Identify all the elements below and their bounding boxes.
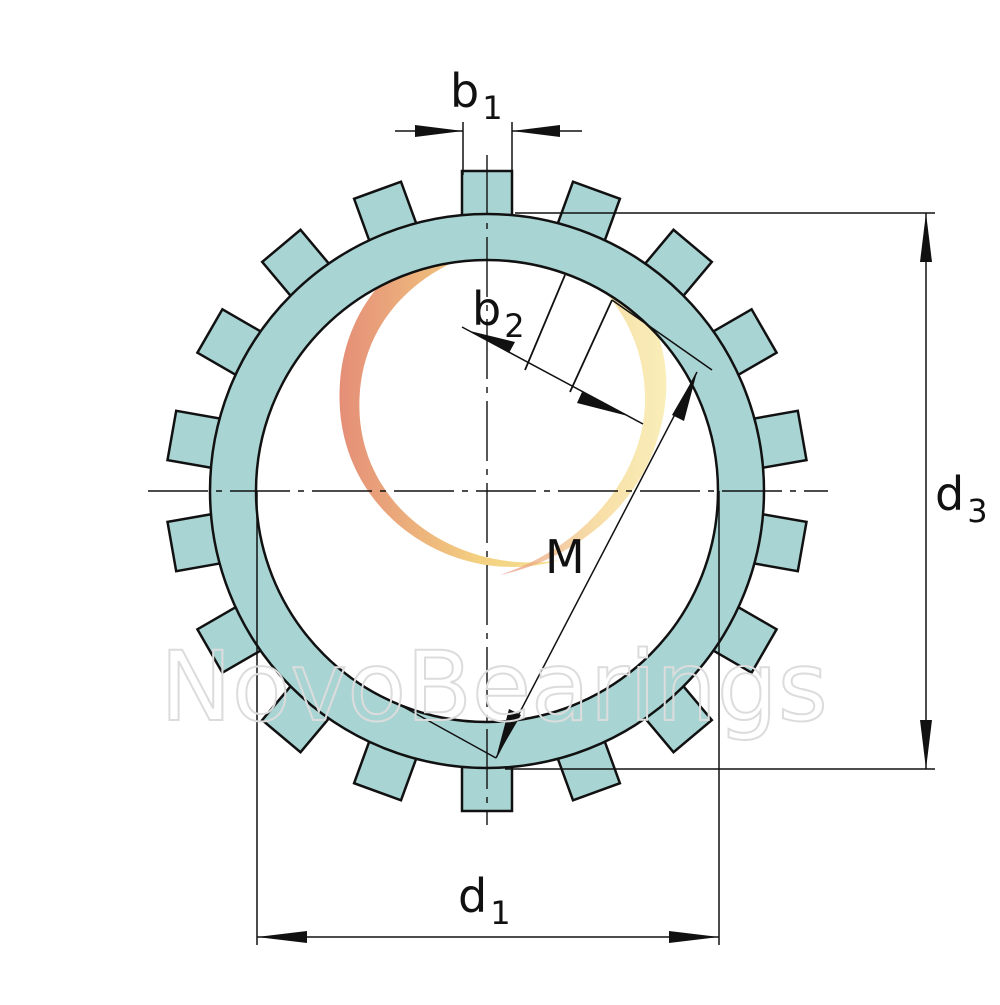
label-b2: b2 [472,282,525,345]
dimension-d1 [256,491,720,945]
dimension-m [399,299,713,759]
dimension-b1 [395,122,582,175]
dimension-b2 [461,326,644,425]
center-lines [148,155,828,825]
label-d3: d3 [935,467,988,530]
label-b1: b1 [450,64,503,127]
label-d1: d1 [458,869,511,932]
label-m: M [545,530,585,584]
inner-tongue [524,274,613,393]
watermark-logo [339,227,667,575]
dimension-d3 [505,212,935,770]
watermark-swoosh-inner [500,232,667,575]
watermark-text: NovoBearings [160,631,828,743]
